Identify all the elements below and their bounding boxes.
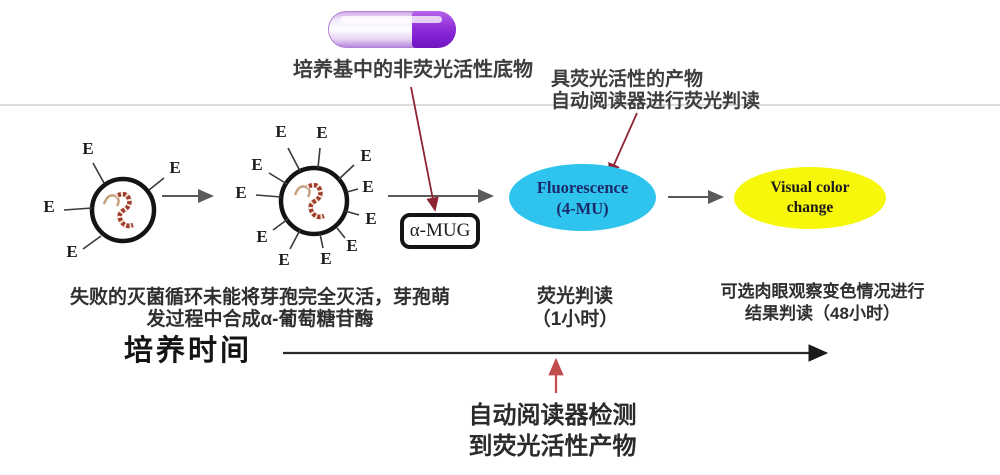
failed-cycle-line1: 失败的灭菌循环未能将芽孢完全灭活，芽孢萌 [70, 287, 451, 308]
substrate-caption: 培养基中的非荧光活性底物 [293, 59, 533, 81]
spore-cell-2: E E E E E E E E E E E [235, 122, 376, 269]
enzyme-label: E [43, 197, 54, 216]
product-caption-line1: 具荧光活性的产物 [551, 69, 704, 90]
visual-read-line2: 结果判读（48小时） [745, 304, 900, 323]
enzyme-label: E [251, 155, 262, 174]
enzyme-label: E [82, 139, 93, 158]
enzyme-label: E [362, 177, 373, 196]
spore-helix [293, 182, 325, 220]
product-caption-line2: 自动阅读器进行荧光判读 [551, 91, 761, 113]
pointer-product-to-fluorescence [608, 112, 638, 178]
fluorescence-read-line1: 荧光判读 [536, 286, 613, 307]
visual-label-line2: change [786, 199, 834, 216]
enzyme-label: E [275, 122, 286, 141]
detector-caption: 自动阅读器检测 到荧光活性产物 [425, 400, 680, 462]
visual-label-line1: Visual color [770, 179, 850, 196]
failed-cycle-note: 失败的灭菌循环未能将芽孢完全灭活，芽孢萌 发过程中合成α-葡萄糖苷酶 [70, 287, 450, 331]
visual-read-note: 可选肉眼观察变色情况进行 结果判读（48小时） [705, 281, 940, 325]
fluorescence-read-line2: （1小时） [531, 309, 619, 330]
fluorescence-read-note: 荧光判读 （1小时） [500, 285, 650, 331]
spore-cell-1: E E E E [43, 139, 180, 261]
fluorescence-ellipse: Fluorescence (4-MU) [509, 164, 656, 231]
enzyme-label: E [66, 242, 77, 261]
enzyme-label: E [256, 227, 267, 246]
enzyme-spokes [63, 162, 165, 250]
alpha-mug-box: α-MUG [400, 213, 480, 249]
detector-caption-line2: 到荧光活性产物 [468, 433, 637, 460]
enzyme-label: E [346, 236, 357, 255]
failed-cycle-line2: 发过程中合成α-葡萄糖苷酶 [146, 309, 374, 330]
culture-time-label: 培养时间 [124, 335, 253, 367]
fluorescent-product-caption: 具荧光活性的产物 自动阅读器进行荧光判读 [551, 69, 760, 114]
enzyme-label: E [365, 209, 376, 228]
enzyme-spokes [255, 147, 360, 250]
spore-helix [102, 191, 134, 229]
enzyme-label: E [278, 250, 289, 269]
fluorescence-label-line1: Fluorescence [536, 177, 629, 197]
visual-color-ellipse: Visual color change [734, 167, 886, 229]
enzyme-label: E [316, 123, 327, 142]
indicator-vial [328, 11, 456, 48]
alpha-mug-label: α-MUG [409, 220, 471, 241]
detector-caption-line1: 自动阅读器检测 [468, 402, 637, 429]
fluorescence-label-line2: (4-MU) [556, 198, 609, 218]
enzyme-label: E [235, 183, 246, 202]
top-divider-line [0, 104, 1000, 106]
enzyme-label: E [169, 158, 180, 177]
visual-read-line1: 可选肉眼观察变色情况进行 [720, 282, 925, 301]
vial-highlight [340, 16, 442, 23]
enzyme-label: E [320, 249, 331, 268]
enzyme-label: E [360, 146, 371, 165]
pointer-substrate-to-alphamug [410, 86, 439, 212]
